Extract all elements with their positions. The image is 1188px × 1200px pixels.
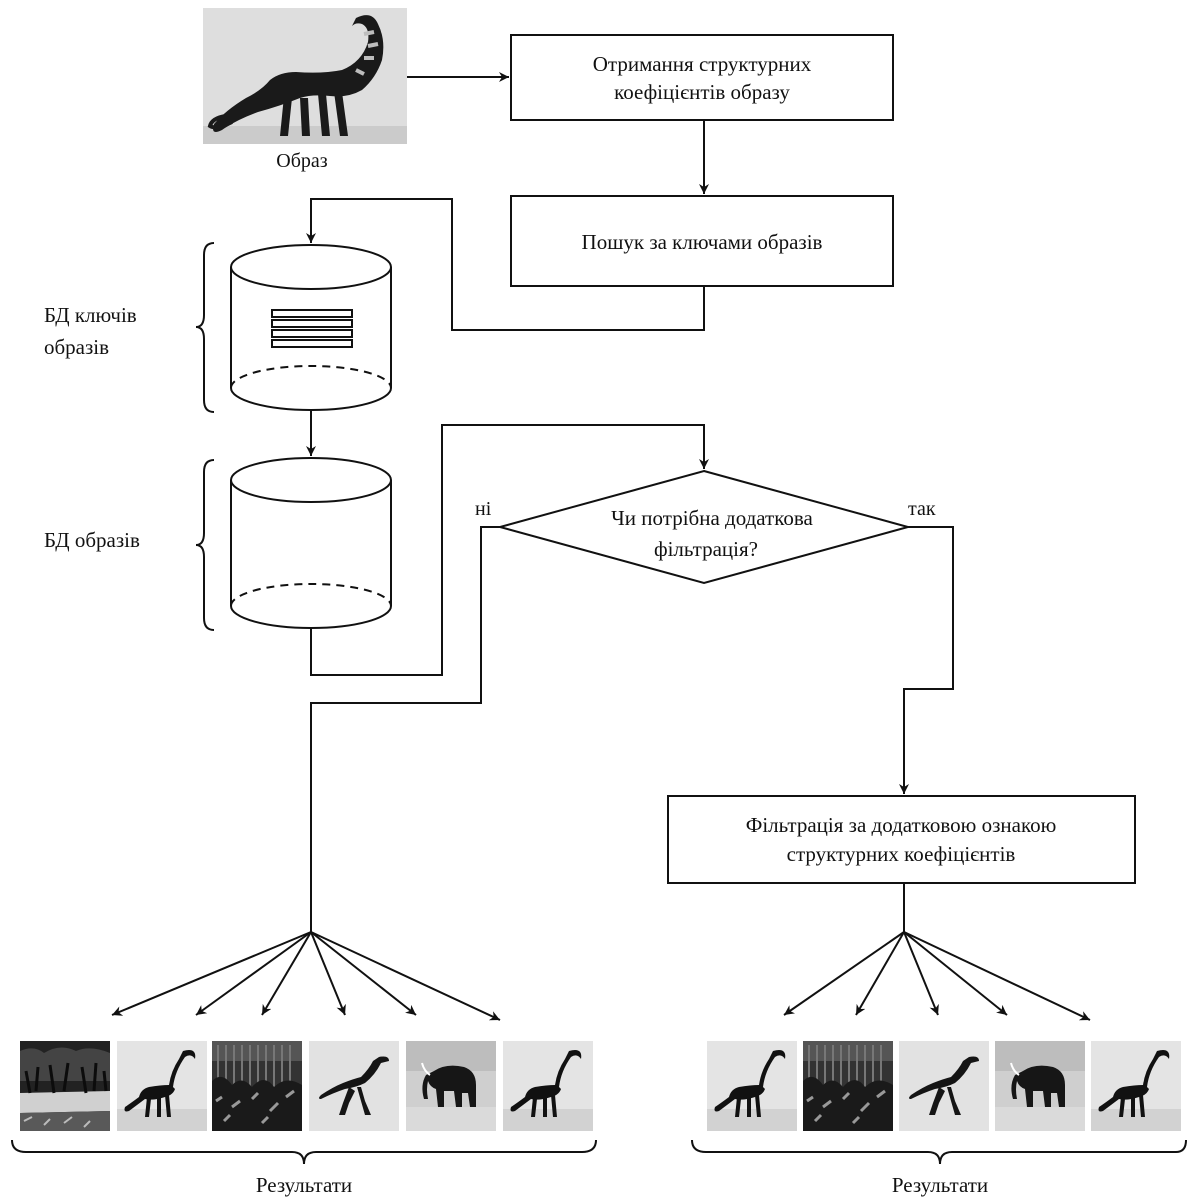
result-thumb-dinosaur: [1091, 1041, 1181, 1131]
right-results-brace: [691, 1139, 1187, 1165]
right-results-label: Результати: [892, 1173, 988, 1197]
step-search-keys-label: Пошук за ключами образів: [582, 230, 823, 254]
result-thumb-fence-scene: [803, 1041, 893, 1131]
left-results-brace: [11, 1139, 597, 1165]
result-thumb-elephant: [406, 1041, 496, 1131]
images-db-label: БД образів: [44, 528, 140, 552]
result-thumb-dinosaur: [707, 1041, 797, 1131]
result-thumb-grass-scene: [18, 1041, 112, 1131]
images-db-cylinder: [230, 457, 392, 629]
source-image-label: Образ: [276, 150, 327, 172]
result-thumb-elephant: [995, 1041, 1085, 1131]
step-search-keys: Пошук за ключами образів: [510, 195, 894, 287]
step-filter-line1: Фільтрація за додатковою ознакою: [746, 813, 1057, 837]
decision-extra-filter: Чи потрібна додаткова фільтрація?: [496, 469, 912, 585]
right-results-thumbnails: [707, 1041, 1181, 1131]
decision-line2: фільтрація?: [654, 537, 758, 561]
left-results-label: Результати: [256, 1173, 352, 1197]
step-filter: Фільтрація за додатковою ознакою структу…: [667, 795, 1136, 884]
result-thumb-raptor: [899, 1041, 989, 1131]
step-get-coefficients-line1: Отримання структурних: [593, 52, 812, 76]
source-dinosaur-silhouette: [213, 15, 384, 132]
keys-db-brace: [195, 242, 215, 413]
result-thumb-raptor: [309, 1041, 399, 1131]
connectors: [306, 72, 954, 932]
images-db-brace: [195, 459, 215, 631]
result-thumb-dinosaur: [117, 1041, 207, 1131]
step-filter-line2: структурних коефіцієнтів: [787, 842, 1016, 866]
source-image: [203, 8, 407, 144]
keys-db-cylinder: [230, 244, 392, 411]
step-get-coefficients: Отримання структурних коефіцієнтів образ…: [510, 34, 894, 121]
result-thumb-dinosaur: [503, 1041, 593, 1131]
keys-list-icon: [271, 309, 353, 348]
result-thumb-fence-scene: [212, 1041, 302, 1131]
branch-no-label: ні: [475, 498, 492, 520]
step-get-coefficients-line2: коефіцієнтів образу: [614, 80, 790, 104]
left-results-fan: [111, 931, 501, 1021]
decision-line1: Чи потрібна додаткова: [611, 506, 813, 530]
keys-db-label-line2: образів: [44, 335, 109, 359]
left-results-thumbnails: [18, 1041, 593, 1131]
keys-db-label-line1: БД ключів: [44, 303, 137, 327]
branch-yes-label: так: [908, 498, 936, 520]
right-results-fan: [783, 931, 1091, 1021]
